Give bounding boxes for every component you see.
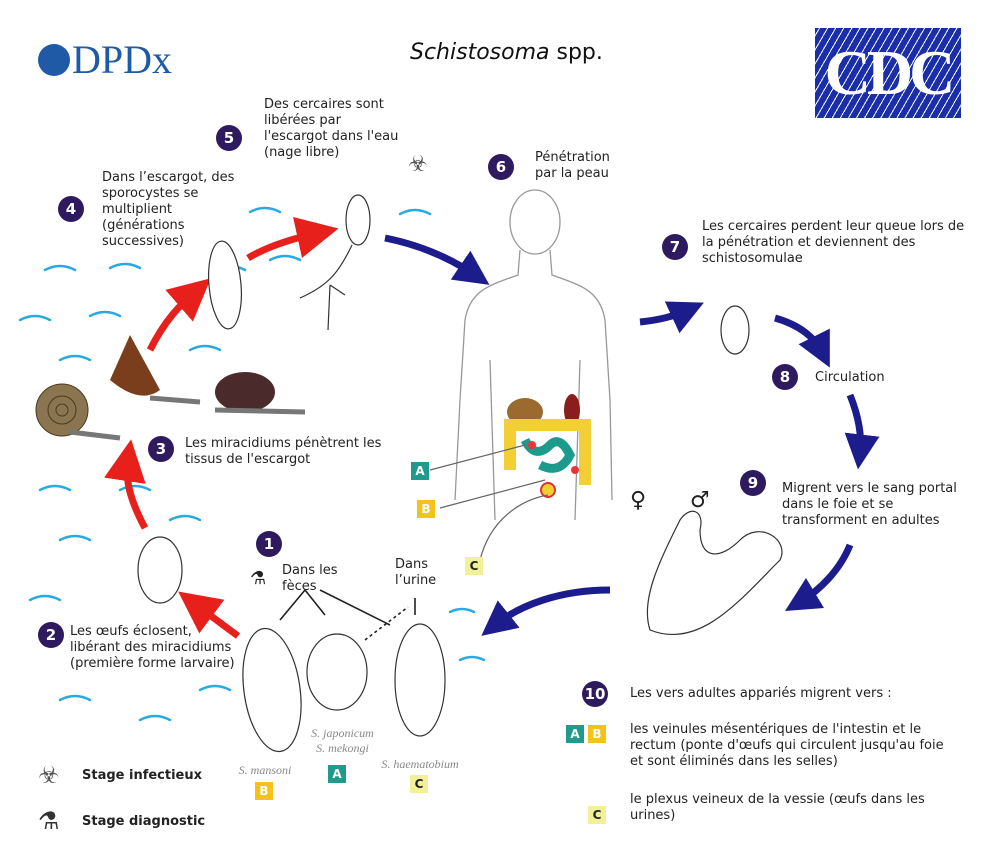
biohazard-icon: ☣	[38, 761, 60, 789]
human-body	[454, 189, 613, 521]
water-waves	[18, 206, 486, 722]
organisms	[137, 194, 783, 753]
legend-item-infectious: ☣ Stage infectieux	[38, 761, 203, 789]
female-symbol: ♀	[630, 488, 647, 513]
step-7-marker: 7	[662, 234, 688, 260]
body-badge-c: C	[465, 557, 483, 575]
step-5-text: Des cercaires sont libérées par l'escarg…	[264, 97, 399, 160]
male-symbol: ♂	[690, 488, 710, 513]
step-10-item-c: le plexus veineux de la vessie (œufs dan…	[630, 792, 925, 823]
legend: ☣ Stage infectieux ⚗ Stage diagnostic	[38, 758, 205, 838]
step-10-text: Les vers adultes appariés migrent vers :	[630, 686, 892, 701]
step-4-text: Dans l’escargot, des sporocystes se mult…	[102, 170, 235, 249]
biohazard-icon: ☣	[408, 152, 428, 177]
dpdx-logo: DPDx	[38, 36, 172, 83]
egg-badge-c: C	[410, 775, 428, 793]
step-2-marker: 2	[38, 622, 64, 648]
step-5-marker: 5	[216, 125, 242, 151]
snails	[35, 335, 306, 441]
step-3-marker: 3	[148, 436, 174, 462]
badge-c: C	[588, 806, 606, 824]
red-arrows	[104, 216, 339, 639]
body-badge-a: A	[411, 462, 429, 480]
legend-item-diagnostic: ⚗ Stage diagnostic	[38, 807, 206, 835]
step-1-urine-label: Dans l’urine	[395, 557, 437, 588]
step-8-marker: 8	[772, 364, 798, 390]
microscope-icon: ⚗	[250, 568, 267, 589]
step-10-item-ab: les veinules mésentériques de l'intestin…	[630, 722, 944, 769]
step-7-text: Les cercaires perdent leur queue lors de…	[702, 219, 965, 266]
microscope-icon: ⚗	[38, 807, 60, 835]
step-10-marker: 10	[582, 681, 608, 707]
step-6-marker: 6	[488, 154, 514, 180]
step-1-marker: 1	[256, 531, 282, 557]
organs	[429, 394, 591, 561]
step-2-text: Les œufs éclosent, libérant des miracidi…	[70, 624, 235, 671]
page-title: Schistosoma spp.	[410, 40, 603, 65]
badge-a: A	[566, 725, 584, 743]
step-9-text: Migrent vers le sang portal dans le foie…	[782, 481, 957, 528]
egg-connector-lines	[279, 588, 416, 641]
step-4-marker: 4	[58, 196, 84, 222]
step-8-text: Circulation	[815, 370, 885, 385]
egg-species-haematobium: S. haematobium	[381, 757, 459, 771]
step-1-feces-label: Dans les fèces	[282, 563, 338, 594]
microscope-logo-icon	[38, 43, 70, 76]
badge-b: B	[588, 725, 606, 743]
step-9-marker: 9	[740, 470, 766, 496]
egg-badge-a: A	[328, 765, 346, 783]
egg-species-japonicum: S. japonicum S. mekongi	[311, 726, 374, 755]
egg-badge-b: B	[255, 782, 273, 800]
step-3-text: Les miracidiums pénètrent les tissus de …	[185, 436, 382, 467]
blue-arrows	[384, 234, 880, 636]
body-badge-b: B	[417, 500, 435, 518]
egg-species-mansoni: S. mansoni	[238, 763, 292, 777]
cdc-logo: CDC	[815, 28, 961, 118]
step-6-text: Pénétration par la peau	[535, 150, 610, 181]
